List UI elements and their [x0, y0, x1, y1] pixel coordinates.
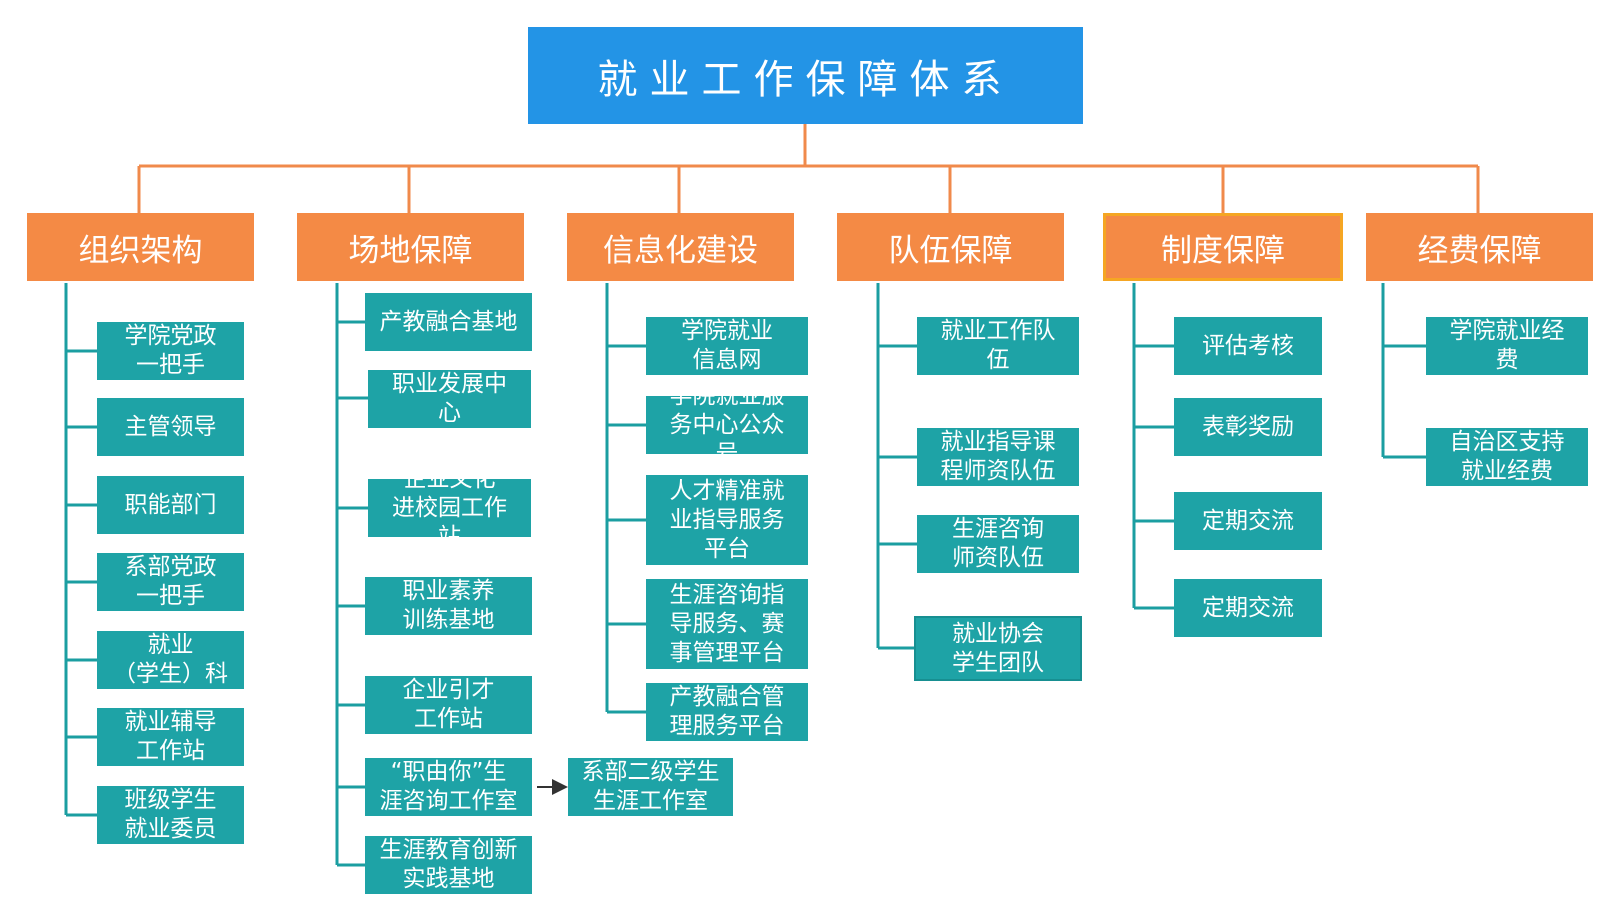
- org-item: 就业辅导 工作站: [97, 708, 244, 766]
- venue-item: 职业发展中 心: [368, 370, 531, 428]
- team-item: 生涯咨询 师资队伍: [917, 515, 1079, 573]
- venue-item: 企业文化 进校园工作 站: [368, 479, 531, 537]
- team-item: 就业指导课 程师资队伍: [917, 428, 1079, 486]
- system-item: 定期交流: [1174, 579, 1322, 637]
- category-venue-support: 场地保障: [297, 213, 524, 281]
- org-item: 就业 （学生）科: [97, 631, 244, 689]
- category-org-structure: 组织架构: [27, 213, 254, 281]
- system-item: 评估考核: [1174, 317, 1322, 375]
- info-item: 产教融合管 理服务平台: [646, 683, 808, 741]
- org-item: 学院党政 一把手: [97, 322, 244, 380]
- info-item: 人才精准就 业指导服务 平台: [646, 475, 808, 565]
- diagram-title: 就业工作保障体系: [528, 27, 1083, 124]
- funding-item: 自治区支持 就业经费: [1426, 428, 1588, 486]
- category-team-support: 队伍保障: [837, 213, 1064, 281]
- funding-item: 学院就业经 费: [1426, 317, 1588, 375]
- team-item: 就业工作队 伍: [917, 317, 1079, 375]
- org-item: 班级学生 就业委员: [97, 786, 244, 844]
- info-item: 生涯咨询指 导服务、赛 事管理平台: [646, 579, 808, 669]
- info-item: 学院就业服 务中心公众 号: [646, 396, 808, 454]
- venue-item: 职业素养 训练基地: [365, 577, 532, 635]
- org-item: 主管领导: [97, 398, 244, 456]
- dept-career-studio: 系部二级学生 生涯工作室: [568, 758, 733, 816]
- org-item: 系部党政 一把手: [97, 553, 244, 611]
- venue-item: 企业引才 工作站: [365, 676, 532, 734]
- category-funding-support: 经费保障: [1366, 213, 1593, 281]
- category-system-support: 制度保障: [1103, 213, 1343, 281]
- venue-item: 生涯教育创新 实践基地: [365, 836, 532, 894]
- info-item: 学院就业 信息网: [646, 317, 808, 375]
- system-item: 定期交流: [1174, 492, 1322, 550]
- org-item: 职能部门: [97, 476, 244, 534]
- system-item: 表彰奖励: [1174, 398, 1322, 456]
- venue-item: “职由你”生 涯咨询工作室: [365, 758, 532, 816]
- venue-item: 产教融合基地: [365, 293, 532, 351]
- category-informatization: 信息化建设: [567, 213, 794, 281]
- team-item: 就业协会 学生团队: [914, 616, 1082, 681]
